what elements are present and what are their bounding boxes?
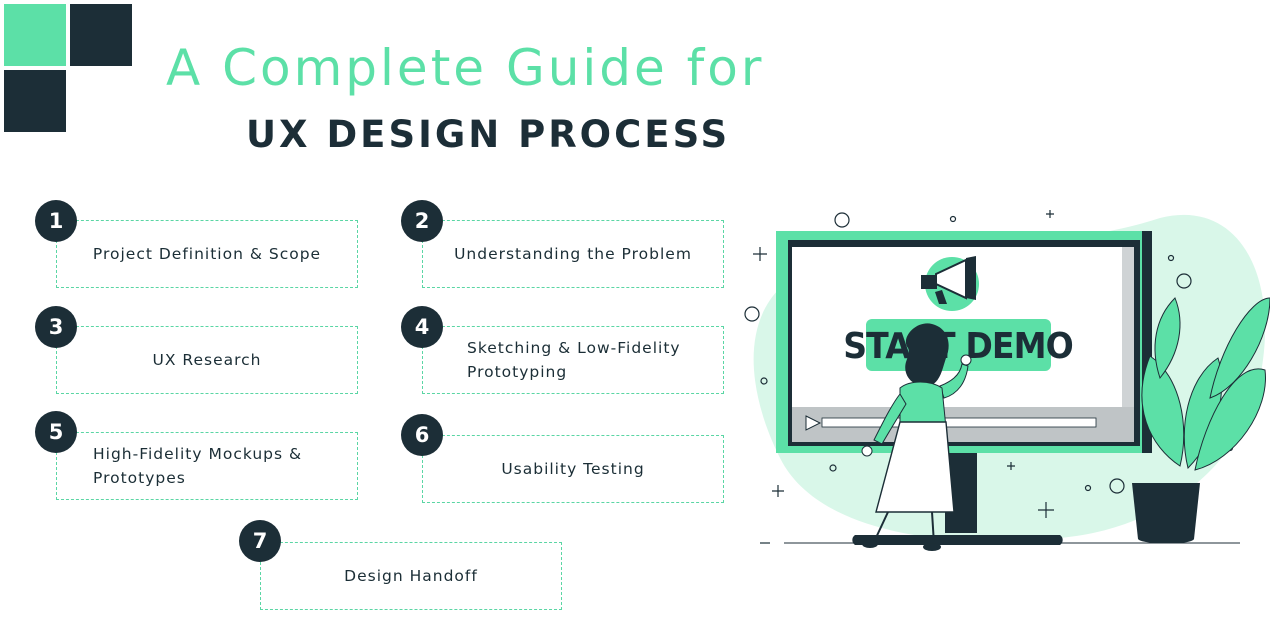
step-card-7: Design Handoff [260,542,562,610]
step-label: High-Fidelity Mockups & Prototypes [93,445,303,487]
step-number-badge: 2 [401,200,443,242]
step-label: Sketching & Low-Fidelity Prototyping [467,339,681,381]
corner-block-dark-top [70,4,132,66]
step-card-5: High-Fidelity Mockups & Prototypes [56,432,358,500]
step-card-1: Project Definition & Scope [56,220,358,288]
screen-scrollbar [1122,247,1134,407]
step-number-badge: 3 [35,306,77,348]
step-card-4: Sketching & Low-Fidelity Prototyping [422,326,724,394]
step-number-badge: 4 [401,306,443,348]
step-label: UX Research [152,351,262,369]
step-label: Usability Testing [501,460,645,478]
monitor-base [852,535,1063,545]
woman-figure [861,323,972,551]
step-label: Design Handoff [344,567,478,585]
step-number-badge: 7 [239,520,281,562]
video-progress-track [821,417,1097,428]
step-number-badge: 6 [401,414,443,456]
megaphone-icon [921,256,979,311]
corner-block-green [4,4,66,66]
step-card-3: UX Research [56,326,358,394]
page-title-line2: UX DESIGN PROCESS [246,113,731,156]
start-demo-button-label: START DEMO [843,326,1073,368]
step-card-2: Understanding the Problem [422,220,724,288]
corner-block-dark-bottom [4,70,66,132]
step-label: Understanding the Problem [454,245,692,263]
step-number-badge: 5 [35,411,77,453]
monitor-side [1142,231,1152,453]
step-label: Project Definition & Scope [92,245,322,263]
step-number-badge: 1 [35,200,77,242]
plant [1132,297,1270,544]
demo-illustration: START DEMO [744,210,1270,551]
step-card-6: Usability Testing [422,435,724,503]
play-icon [805,415,822,431]
page-title-line1: A Complete Guide for [166,39,765,97]
